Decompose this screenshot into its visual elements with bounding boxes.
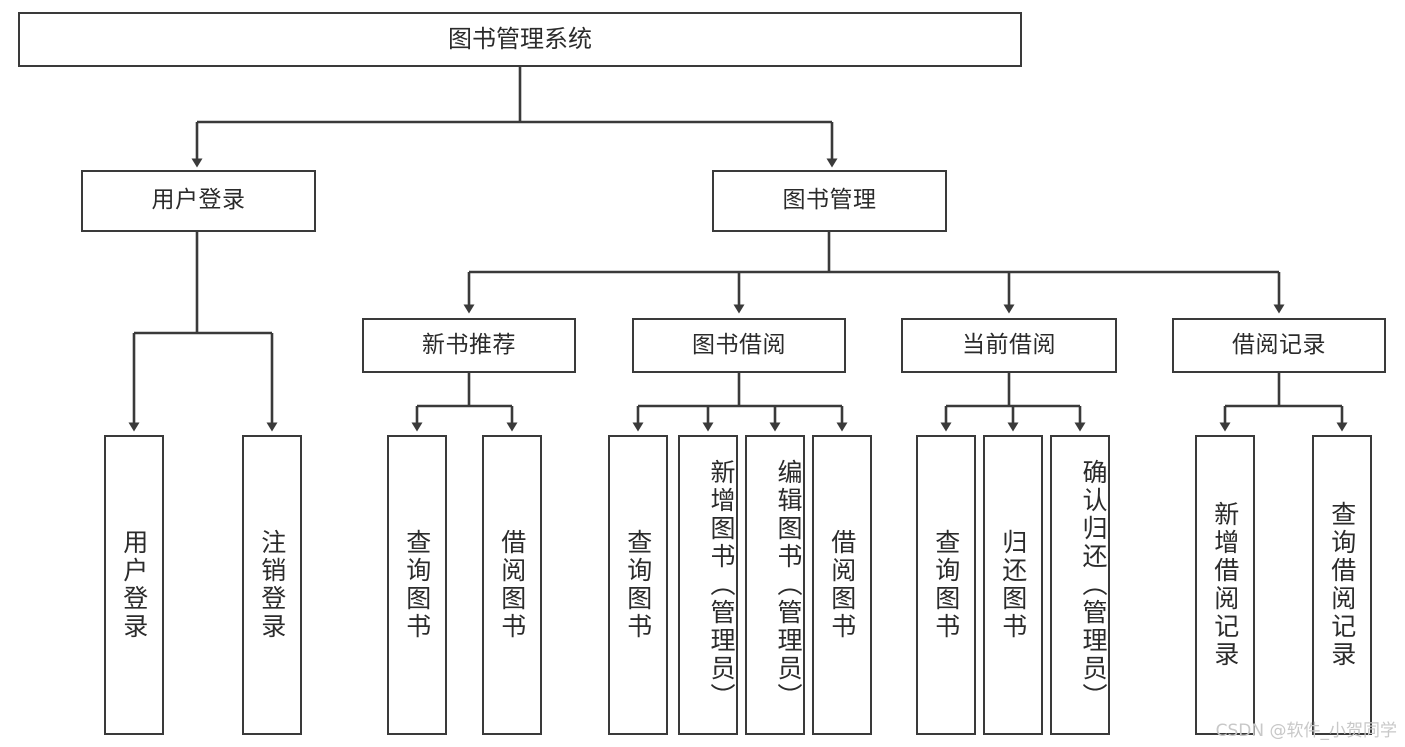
node-book-borrow[interactable]: 图书借阅 [632,318,846,373]
node-label: 借阅图书 [497,529,527,641]
node-label: 借阅图书 [827,529,857,641]
node-label: 查询图书 [623,529,653,641]
node-borrow-record[interactable]: 借阅记录 [1172,318,1386,373]
leaf-new-book-query-book[interactable]: 查询图书 [387,435,447,735]
node-current-borrow[interactable]: 当前借阅 [901,318,1117,373]
leaf-borrow-record-query-record[interactable]: 查询借阅记录 [1312,435,1372,735]
node-label: 图书借阅 [692,331,786,358]
node-label: 当前借阅 [962,331,1056,358]
node-label: 新书推荐 [422,331,516,358]
leaf-user-login-logout[interactable]: 注销登录 [242,435,302,735]
node-label: 图书管理 [782,187,877,214]
node-user-login[interactable]: 用户登录 [81,170,316,232]
node-book-management[interactable]: 图书管理 [712,170,947,232]
leaf-current-borrow-return-book[interactable]: 归还图书 [983,435,1043,735]
node-label: 新增借阅记录 [1210,501,1240,669]
node-label: 查询图书 [402,529,432,641]
node-label: 用户登录 [119,529,149,641]
watermark-text: CSDN @软件_小贺同学 [1215,721,1397,741]
leaf-book-borrow-add-book-admin[interactable]: 新增图书（管理员） [678,435,738,735]
node-label: 确认归还（管理员） [1079,459,1108,711]
node-new-book-recommend[interactable]: 新书推荐 [362,318,576,373]
leaf-book-borrow-query-book[interactable]: 查询图书 [608,435,668,735]
node-label: 查询借阅记录 [1327,501,1357,669]
node-label: 用户登录 [151,187,246,214]
node-label: 编辑图书（管理员） [774,459,803,711]
node-label: 归还图书 [998,529,1028,641]
node-label: 图书管理系统 [448,25,592,54]
leaf-new-book-borrow-book[interactable]: 借阅图书 [482,435,542,735]
node-label: 查询图书 [931,529,961,641]
leaf-borrow-record-add-record[interactable]: 新增借阅记录 [1195,435,1255,735]
node-label: 新增图书（管理员） [707,459,736,711]
node-label: 注销登录 [257,529,287,641]
leaf-current-borrow-confirm-return-admin[interactable]: 确认归还（管理员） [1050,435,1110,735]
leaf-book-borrow-borrow-book[interactable]: 借阅图书 [812,435,872,735]
node-root-book-management-system[interactable]: 图书管理系统 [18,12,1022,67]
node-label: 借阅记录 [1232,331,1326,358]
leaf-book-borrow-edit-book-admin[interactable]: 编辑图书（管理员） [745,435,805,735]
leaf-current-borrow-query-book[interactable]: 查询图书 [916,435,976,735]
leaf-user-login-login[interactable]: 用户登录 [104,435,164,735]
